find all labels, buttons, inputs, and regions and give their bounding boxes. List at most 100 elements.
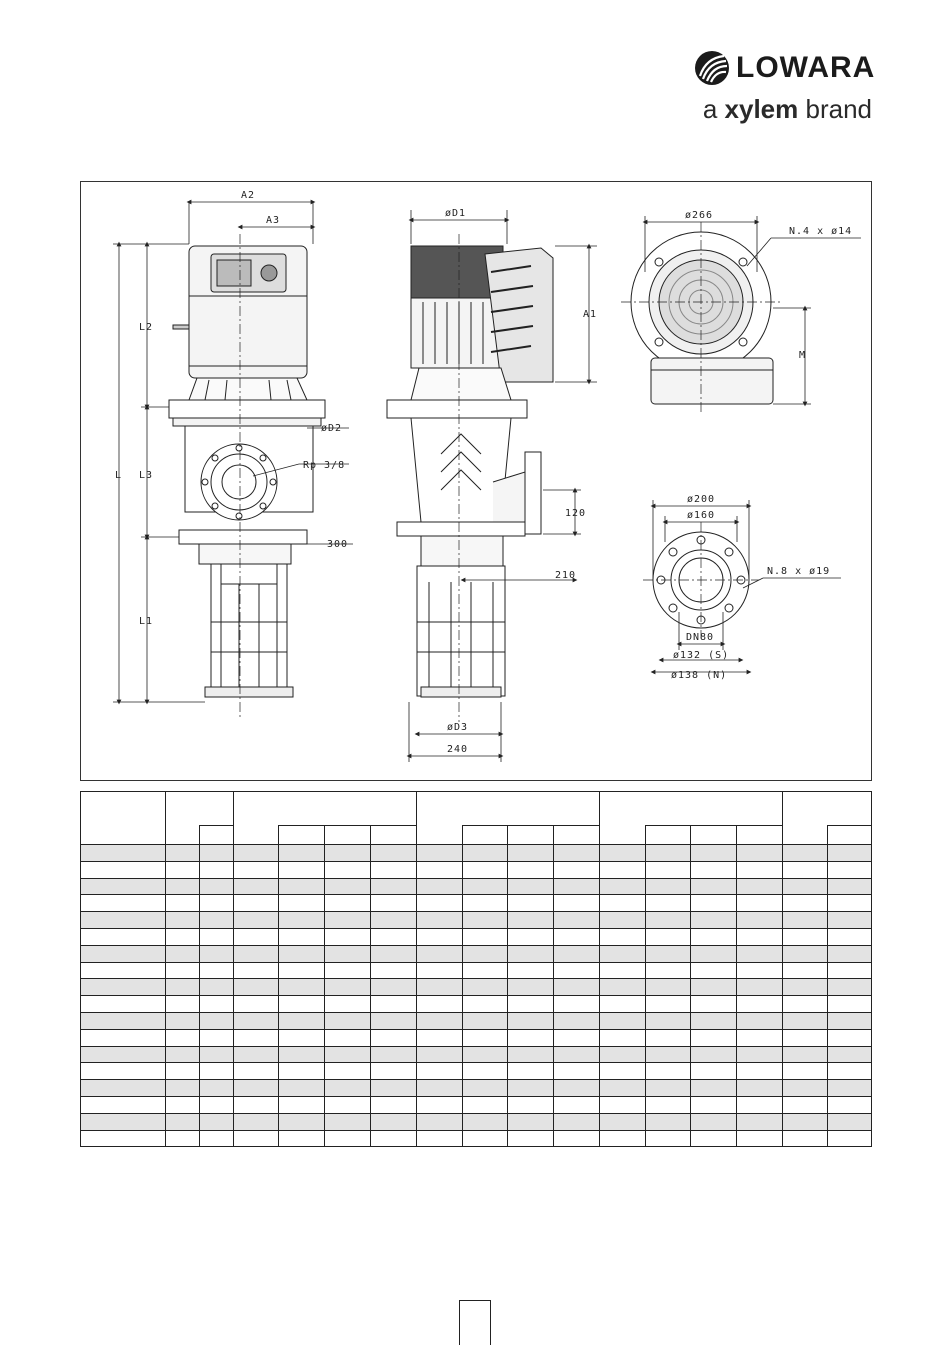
table-cell	[553, 1095, 600, 1114]
table-cell	[370, 1028, 417, 1047]
table-cell	[165, 911, 200, 929]
table-cell	[736, 927, 783, 946]
label-d266: ø266	[685, 210, 713, 221]
table-cell	[416, 1112, 463, 1131]
front-view	[168, 234, 326, 720]
label-l1: L1	[139, 616, 153, 627]
label-l2: L2	[139, 322, 153, 333]
brand-name: LOWARA	[736, 51, 876, 84]
table-cell	[199, 1095, 234, 1114]
table-cell	[233, 1011, 279, 1030]
table-row	[80, 1129, 872, 1148]
table-cell	[278, 911, 325, 929]
table-cell	[827, 1062, 872, 1081]
table-cell	[553, 978, 600, 997]
table-cell	[324, 961, 371, 980]
table-cell	[690, 1079, 737, 1097]
table-cell	[599, 995, 646, 1013]
drive-unit	[484, 247, 554, 383]
table-cell	[462, 1028, 508, 1047]
table-cell	[324, 1129, 371, 1148]
pump-column	[210, 563, 288, 695]
table-row	[80, 1045, 872, 1064]
table-cell	[324, 1028, 371, 1047]
table-cell	[233, 1028, 279, 1047]
table-cell	[553, 860, 600, 879]
table-cell	[80, 1079, 166, 1097]
table-cell	[827, 844, 872, 862]
table-cell	[416, 927, 463, 946]
table-cell	[599, 911, 646, 929]
table-cell	[782, 995, 828, 1013]
table-cell	[324, 1011, 371, 1030]
table-cell	[690, 894, 737, 913]
table-cell	[416, 1028, 463, 1047]
table-cell	[507, 894, 554, 913]
table-cell	[782, 944, 828, 963]
table-cell	[782, 1011, 828, 1030]
table-cell	[507, 844, 554, 862]
side-upper-flange	[386, 399, 528, 419]
table-cell	[462, 877, 508, 896]
table-cell	[165, 894, 200, 913]
table-cell	[599, 1079, 646, 1097]
table-cell	[80, 877, 166, 896]
label-d1: øD1	[445, 208, 466, 219]
table-cell	[507, 1011, 554, 1030]
table-cell	[782, 1129, 828, 1148]
table-cell	[599, 927, 646, 946]
label-rp: Rp 3/8	[303, 460, 345, 471]
table-cell	[80, 944, 166, 963]
dimensions-grid	[80, 791, 872, 1148]
table-cell	[553, 1112, 600, 1131]
header-subcol	[599, 825, 646, 845]
table-cell	[278, 978, 325, 997]
table-cell	[690, 927, 737, 946]
table-cell	[507, 961, 554, 980]
table-cell	[827, 1045, 872, 1064]
table-cell	[324, 1045, 371, 1064]
table-cell	[80, 911, 166, 929]
table-cell	[507, 1062, 554, 1081]
table-cell	[233, 1129, 279, 1148]
table-cell	[278, 1011, 325, 1030]
table-cell	[233, 927, 279, 946]
page-number-box	[459, 1300, 491, 1345]
table-row	[80, 911, 872, 929]
table-cell	[462, 1011, 508, 1030]
lowara-logo: LOWARA	[694, 50, 874, 86]
table-cell	[645, 927, 691, 946]
header-subcol	[199, 825, 234, 845]
table-cell	[736, 1045, 783, 1064]
table-cell	[165, 995, 200, 1013]
label-l: L	[115, 470, 122, 481]
flange-view-dimensions	[650, 500, 841, 675]
table-cell	[690, 1062, 737, 1081]
table-row	[80, 1079, 872, 1097]
table-cell	[645, 911, 691, 929]
header-group-1	[165, 791, 234, 826]
table-cell	[736, 1129, 783, 1148]
label-dn80: DN80	[686, 632, 714, 643]
label-d160: ø160	[687, 510, 715, 521]
label-120: 120	[565, 508, 586, 519]
table-cell	[736, 978, 783, 997]
table-cell	[324, 1062, 371, 1081]
table-cell	[462, 995, 508, 1013]
table-cell	[462, 1112, 508, 1131]
table-row	[80, 844, 872, 862]
table-row	[80, 894, 872, 913]
table-cell	[370, 911, 417, 929]
tagline-suffix: brand	[798, 94, 872, 124]
table-cell	[827, 860, 872, 879]
table-cell	[782, 1079, 828, 1097]
table-cell	[827, 1112, 872, 1131]
table-cell	[278, 1112, 325, 1131]
table-cell	[782, 860, 828, 879]
table-cell	[599, 1045, 646, 1064]
table-cell	[199, 1062, 234, 1081]
table-cell	[324, 995, 371, 1013]
table-cell	[324, 944, 371, 963]
table-cell	[278, 1028, 325, 1047]
header-group-2	[233, 791, 417, 826]
